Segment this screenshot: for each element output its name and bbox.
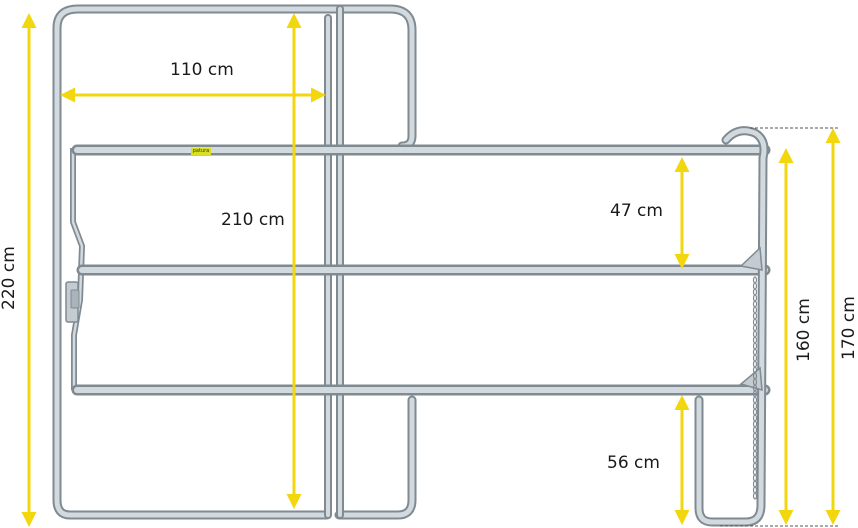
chain-link <box>752 306 758 314</box>
chain-link <box>752 354 758 362</box>
chain-link <box>752 480 758 488</box>
chain-link <box>752 294 758 302</box>
chain-link <box>752 312 758 320</box>
chain-link <box>752 360 758 368</box>
chain <box>752 276 758 500</box>
label-47cm: 47 cm <box>610 201 663 221</box>
chain-link <box>752 468 758 476</box>
label-160cm: 160 cm <box>794 298 814 362</box>
chain-link <box>752 288 758 296</box>
label-170cm: 170 cm <box>839 296 858 360</box>
hinge-brackets <box>739 246 763 392</box>
chain-link <box>752 462 758 470</box>
label-110cm: 110 cm <box>170 60 234 80</box>
chain-link <box>752 282 758 290</box>
label-56cm: 56 cm <box>607 453 660 473</box>
chain-link <box>752 276 758 284</box>
door-frame <box>52 4 417 520</box>
center-post <box>324 5 344 519</box>
label-210cm: 210 cm <box>221 210 285 230</box>
chain-link <box>752 414 758 422</box>
guide-lines <box>720 127 840 527</box>
chain-link <box>752 474 758 482</box>
chain-link <box>752 330 758 338</box>
chain-link <box>752 348 758 356</box>
brand-label: patura <box>191 148 211 155</box>
chain-link <box>752 450 758 458</box>
chain-link <box>752 342 758 350</box>
label-220cm: 220 cm <box>0 246 19 310</box>
chain-link <box>752 432 758 440</box>
chain-link <box>752 408 758 416</box>
chain-link <box>752 324 758 332</box>
chain-link <box>752 402 758 410</box>
chain-link <box>752 456 758 464</box>
chain-link <box>752 420 758 428</box>
chain-link <box>752 438 758 446</box>
chain-link <box>752 318 758 326</box>
chain-link <box>752 426 758 434</box>
dimension-arrows <box>21 12 841 527</box>
chain-link <box>752 396 758 404</box>
rails <box>71 144 771 396</box>
chain-link <box>752 492 758 500</box>
chain-link <box>752 486 758 494</box>
extension-frame <box>694 126 769 527</box>
chain-link <box>752 300 758 308</box>
chain-link <box>752 444 758 452</box>
chain-link <box>752 336 758 344</box>
